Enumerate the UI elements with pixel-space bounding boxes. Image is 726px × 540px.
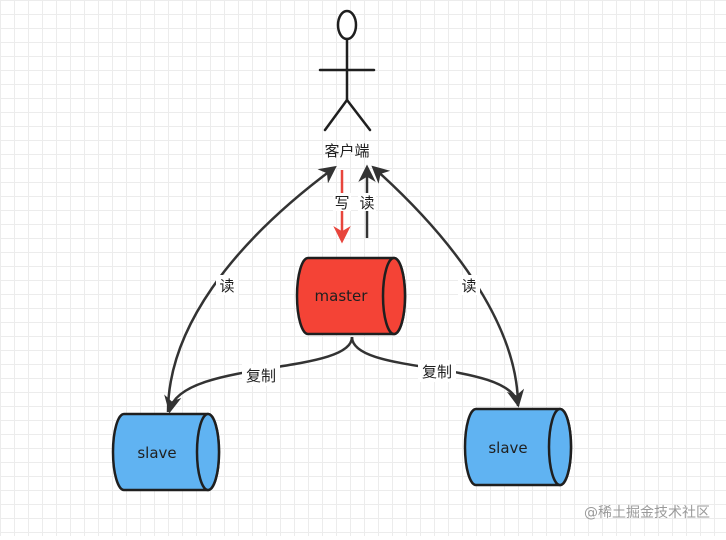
- slave-right-node: slave: [463, 407, 573, 487]
- replicate-label-right: 复制: [422, 363, 452, 381]
- replicate-label-left-bg: [242, 364, 280, 386]
- write-label-bg: [333, 193, 351, 211]
- client-actor-icon: [318, 9, 376, 132]
- read-label-left-bg: [216, 275, 238, 295]
- watermark-text: @稀土掘金技术社区: [584, 505, 710, 521]
- read-arrow-left: [166, 165, 337, 413]
- read-label-center: 读: [359, 194, 374, 212]
- slave-left-label: slave: [137, 444, 176, 462]
- read-label-right-bg: [458, 275, 480, 295]
- slave-left-node: slave: [111, 412, 221, 492]
- client-label: 客户端: [324, 142, 369, 160]
- master-node: master: [295, 256, 407, 336]
- write-label: 写: [334, 194, 349, 212]
- read-label-center-bg: [358, 193, 376, 211]
- slave-right-label: slave: [488, 439, 527, 457]
- master-label: master: [315, 287, 369, 305]
- replicate-label-right-bg: [418, 360, 456, 382]
- read-label-right: 读: [461, 277, 476, 295]
- read-label-left: 读: [219, 277, 234, 295]
- replicate-label-left: 复制: [246, 367, 276, 385]
